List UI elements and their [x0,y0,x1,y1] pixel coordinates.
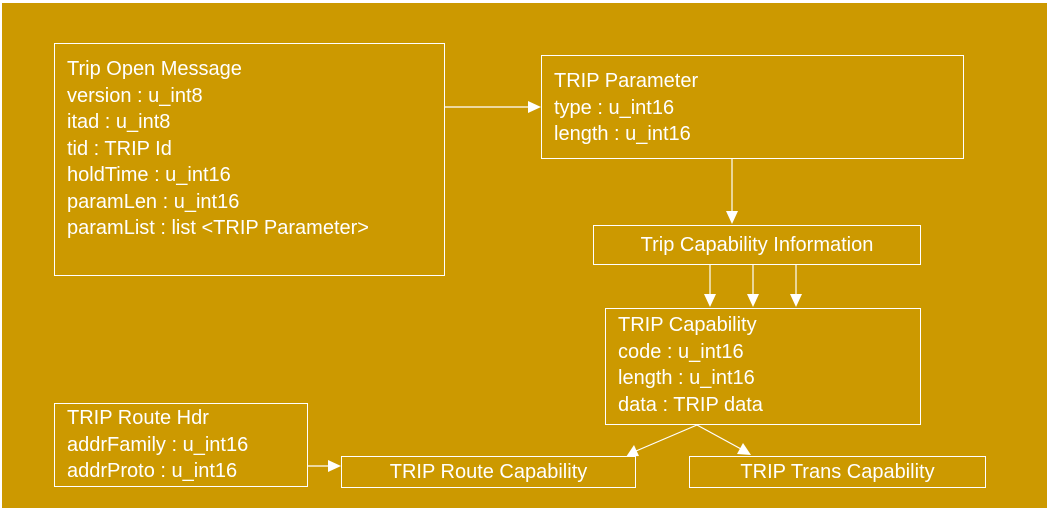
field-itad: itad : u_int8 [67,111,171,133]
field-length: length : u_int16 [554,123,691,145]
field-addrfamily: addrFamily : u_int16 [67,433,249,456]
trip-route-capability-box: TRIP Route Capability [341,456,636,488]
field-addrproto: addrProto : u_int16 [67,460,238,482]
field-paramlist: paramList : list <TRIP Parameter> [67,217,369,239]
field-tid: tid : TRIP Id [67,137,172,160]
trip-capability-box: TRIP Capability code : u_int16 length : … [605,308,921,425]
trip-parameter-title: TRIP Parameter [554,70,699,92]
field-holdtime: holdTime : u_int16 [67,164,231,186]
field-version: version : u_int8 [67,84,203,107]
diagram-background [2,3,1047,508]
trip-route-hdr-box: TRIP Route Hdr addrFamily : u_int16 addr… [54,403,308,487]
field-capability-length: length : u_int16 [618,367,755,389]
trip-trans-capability-box: TRIP Trans Capability [689,456,986,488]
trip-capability-information-title: Trip Capability Information [640,233,874,256]
trip-capability-information-box: Trip Capability Information [593,225,921,265]
trip-route-hdr-title: TRIP Route Hdr [67,407,209,429]
trip-route-capability-title: TRIP Route Capability [389,460,588,483]
trip-parameter-box: TRIP Parameter type : u_int16 length : u… [541,55,964,159]
field-type: type : u_int16 [554,96,675,119]
field-code: code : u_int16 [618,340,744,363]
trip-capability-title: TRIP Capability [618,314,757,336]
field-data: data : TRIP data [618,393,763,416]
field-paramlen: paramLen : u_int16 [67,190,240,213]
trip-open-message-box: Trip Open Message version : u_int8 itad … [54,43,445,276]
trip-trans-capability-title: TRIP Trans Capability [740,460,935,483]
trip-open-message-title: Trip Open Message [67,58,242,80]
